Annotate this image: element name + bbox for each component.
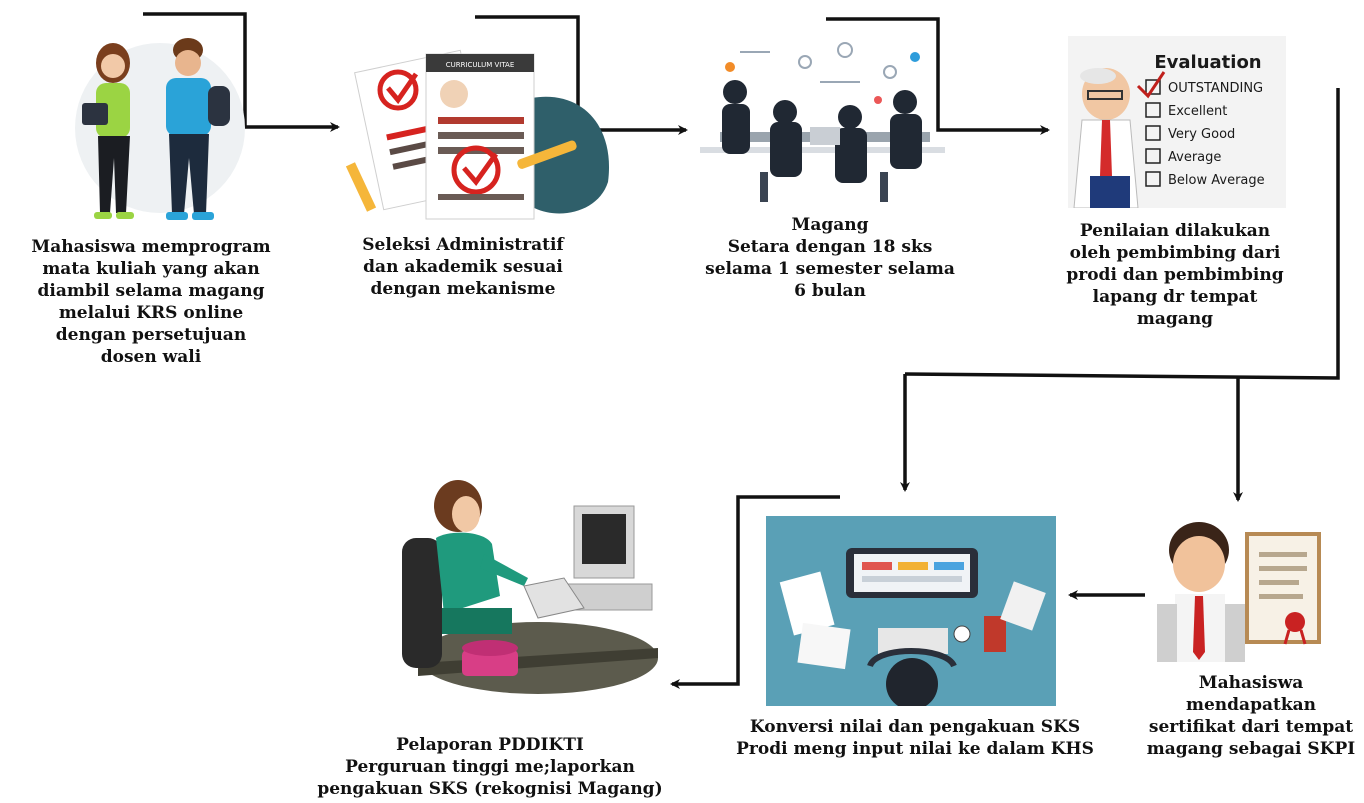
caption-penilaian: Penilaian dilakukan oleh pembimbing dari… [1040,220,1310,330]
caption-line: dosen wali [100,347,202,367]
connector-step4-down [904,88,1340,380]
caption-line: 6 bulan [794,281,866,301]
caption-line: Seleksi Administratif [362,235,564,255]
caption-line: pengakuan SKS (rekognisi Magang) [317,779,663,799]
arrow-step1-to-step2 [143,12,340,132]
evaluation-option: Excellent [1168,104,1227,119]
students-illustration [75,38,245,220]
caption-line: diambil selama magang [37,281,265,301]
caption-line: Setara dengan 18 sks [727,237,933,257]
evaluation-option: OUTSTANDING [1168,81,1263,96]
caption-line: mata kuliah yang akan [42,259,260,279]
certificate-illustration [1157,522,1321,662]
evaluation-title: Evaluation [1154,52,1261,73]
caption-line: lapang dr tempat [1092,287,1258,307]
cv-documents-illustration: CURRICULUM VITAE [346,49,610,220]
evaluation-option: Average [1168,150,1221,165]
outstanding-check-icon [1136,71,1166,99]
caption-line: mendapatkan [1186,695,1316,715]
arrow-konversi-to-pelaporan [670,495,840,689]
evaluation-illustration: Evaluation OUTSTANDING Excellent Very Go… [1068,36,1286,208]
caption-krs: Mahasiswa memprogram mata kuliah yang ak… [16,236,286,368]
caption-line: Mahasiswa memprogram [31,237,271,257]
caption-line: melalui KRS online [58,303,244,323]
caption-line: Mahasiswa [1198,673,1304,693]
caption-seleksi: Seleksi Administratif dan akademik sesua… [338,234,588,300]
caption-line: dengan persetujuan [55,325,247,345]
caption-pelaporan: Pelaporan PDDIKTI Perguruan tinggi me;la… [300,734,680,800]
caption-line: sertifikat dari tempat [1148,717,1354,737]
caption-line: Prodi meng input nilai ke dalam KHS [736,739,1094,759]
workspace-illustration [766,516,1056,706]
caption-line: Konversi nilai dan pengakuan SKS [749,717,1081,737]
caption-konversi: Konversi nilai dan pengakuan SKS Prodi m… [730,716,1100,760]
caption-line: Perguruan tinggi me;laporkan [345,757,635,777]
caption-line: dan akademik sesuai [363,257,563,277]
caption-line: magang sebagai SKPI [1146,739,1356,759]
reporting-illustration [402,480,658,694]
meeting-illustration [700,42,945,202]
arrow-step2-to-step3 [475,15,688,135]
caption-line: Penilaian dilakukan [1079,221,1271,241]
caption-magang: Magang Setara dengan 18 sks selama 1 sem… [690,214,970,302]
caption-line: oleh pembimbing dari [1069,243,1281,263]
caption-line: selama 1 semester selama [705,259,955,279]
caption-line: prodi dan pembimbing [1066,265,1284,285]
evaluation-option: Below Average [1168,173,1265,188]
caption-sertifikat: Mahasiswa mendapatkan sertifikat dari te… [1146,672,1356,760]
caption-line: magang [1136,309,1214,329]
arrow-step3-to-step4 [826,17,1050,135]
evaluation-option: Very Good [1168,127,1235,142]
caption-line: Pelaporan PDDIKTI [396,735,584,755]
caption-line: dengan mekanisme [370,279,556,299]
cv-card-label: CURRICULUM VITAE [446,61,515,69]
caption-line: Magang [791,215,869,235]
